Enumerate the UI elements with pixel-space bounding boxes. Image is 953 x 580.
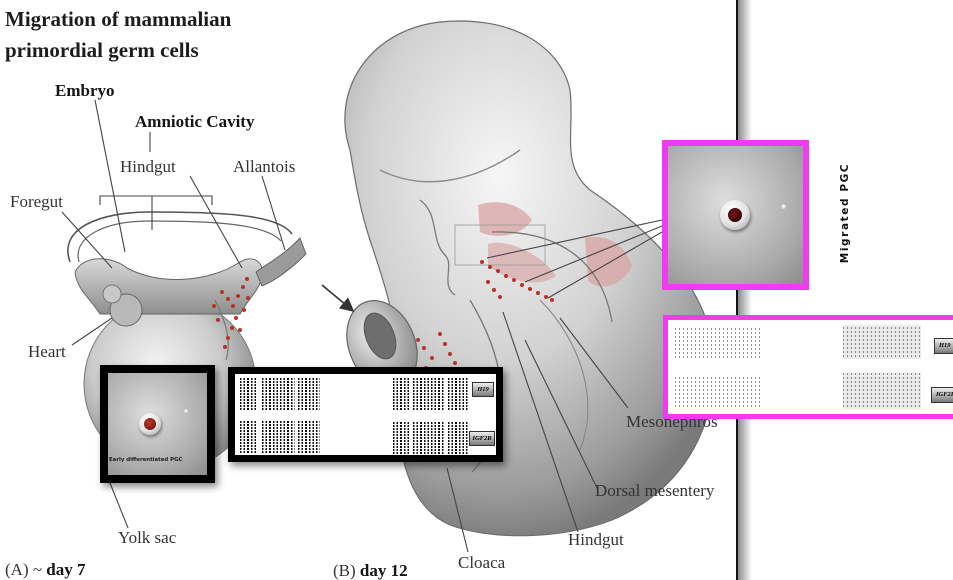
label-heart: Heart	[28, 343, 66, 360]
gene-tag-h19: H19	[472, 382, 494, 397]
early-pgc-inset: Early differentiated PGC	[100, 365, 215, 483]
methylation-block	[393, 377, 410, 411]
pointer-allantois	[262, 176, 285, 250]
early-methylation-inset: H19 IGF2R	[228, 367, 503, 462]
caption-panel-a-day: day 7	[46, 560, 85, 579]
figure-edge-shadow	[738, 0, 752, 580]
pgc-cell	[720, 200, 750, 230]
heart-shape-upper	[103, 285, 121, 303]
caption-panel-a-prefix: (A) ~	[5, 560, 46, 579]
pgc-nucleus	[144, 418, 156, 430]
gene-tag-igf2r: IGF2R	[931, 387, 953, 403]
methylation-block	[413, 377, 445, 411]
methylation-block	[448, 377, 468, 411]
migrated-pgc-inset	[662, 140, 809, 290]
amnion-outer	[68, 212, 292, 262]
allantois-shape	[256, 238, 306, 286]
figure-title: Migration of mammalian primordial germ c…	[5, 4, 231, 66]
methylation-block	[240, 420, 257, 454]
caption-panel-b-day: day 12	[360, 561, 408, 580]
label-allantois: Allantois	[233, 158, 295, 175]
methylation-block	[298, 377, 320, 411]
methylation-block	[675, 328, 763, 360]
methylation-block	[843, 373, 921, 409]
methylation-block	[240, 377, 257, 411]
methylation-block	[262, 377, 295, 411]
methylation-block	[675, 375, 763, 409]
pgc-cell	[139, 413, 161, 435]
migrated-methylation-inset: H19 IGF2R	[663, 315, 953, 419]
caption-panel-a: (A) ~ day 7	[5, 561, 86, 578]
caption-panel-b-prefix: (B)	[333, 561, 360, 580]
pointer-yolk-sac	[108, 478, 128, 528]
label-yolk-sac: Yolk sac	[118, 529, 176, 546]
speck	[781, 204, 786, 209]
label-foregut: Foregut	[10, 193, 63, 210]
methylation-block	[843, 325, 921, 359]
title-line-1: Migration of mammalian	[5, 4, 231, 35]
methylation-block	[262, 420, 295, 454]
speck	[184, 409, 188, 413]
migrated-pgc-label: Migrated PGC	[839, 163, 851, 263]
gene-tag-h19: H19	[934, 338, 953, 354]
methylation-block	[298, 420, 320, 454]
label-amniotic-cavity: Amniotic Cavity	[135, 113, 254, 130]
methylation-block	[448, 422, 468, 455]
label-cloaca: Cloaca	[458, 554, 505, 571]
label-embryo: Embryo	[55, 82, 115, 99]
label-dorsal-mesentery: Dorsal mesentery	[595, 482, 714, 499]
caption-panel-b: (B) day 12	[333, 562, 408, 579]
arrow-day7-to-day12	[322, 285, 352, 310]
methylation-block	[413, 422, 445, 455]
methylation-block	[393, 422, 410, 455]
gene-tag-igf2r: IGF2R	[469, 431, 495, 446]
early-pgc-caption: Early differentiated PGC	[109, 457, 206, 463]
label-hindgut-b: Hindgut	[568, 531, 624, 548]
title-line-2: primordial germ cells	[5, 35, 231, 66]
pgc-nucleus	[728, 208, 742, 222]
amnion-inner	[78, 221, 281, 262]
label-hindgut-a: Hindgut	[120, 158, 176, 175]
